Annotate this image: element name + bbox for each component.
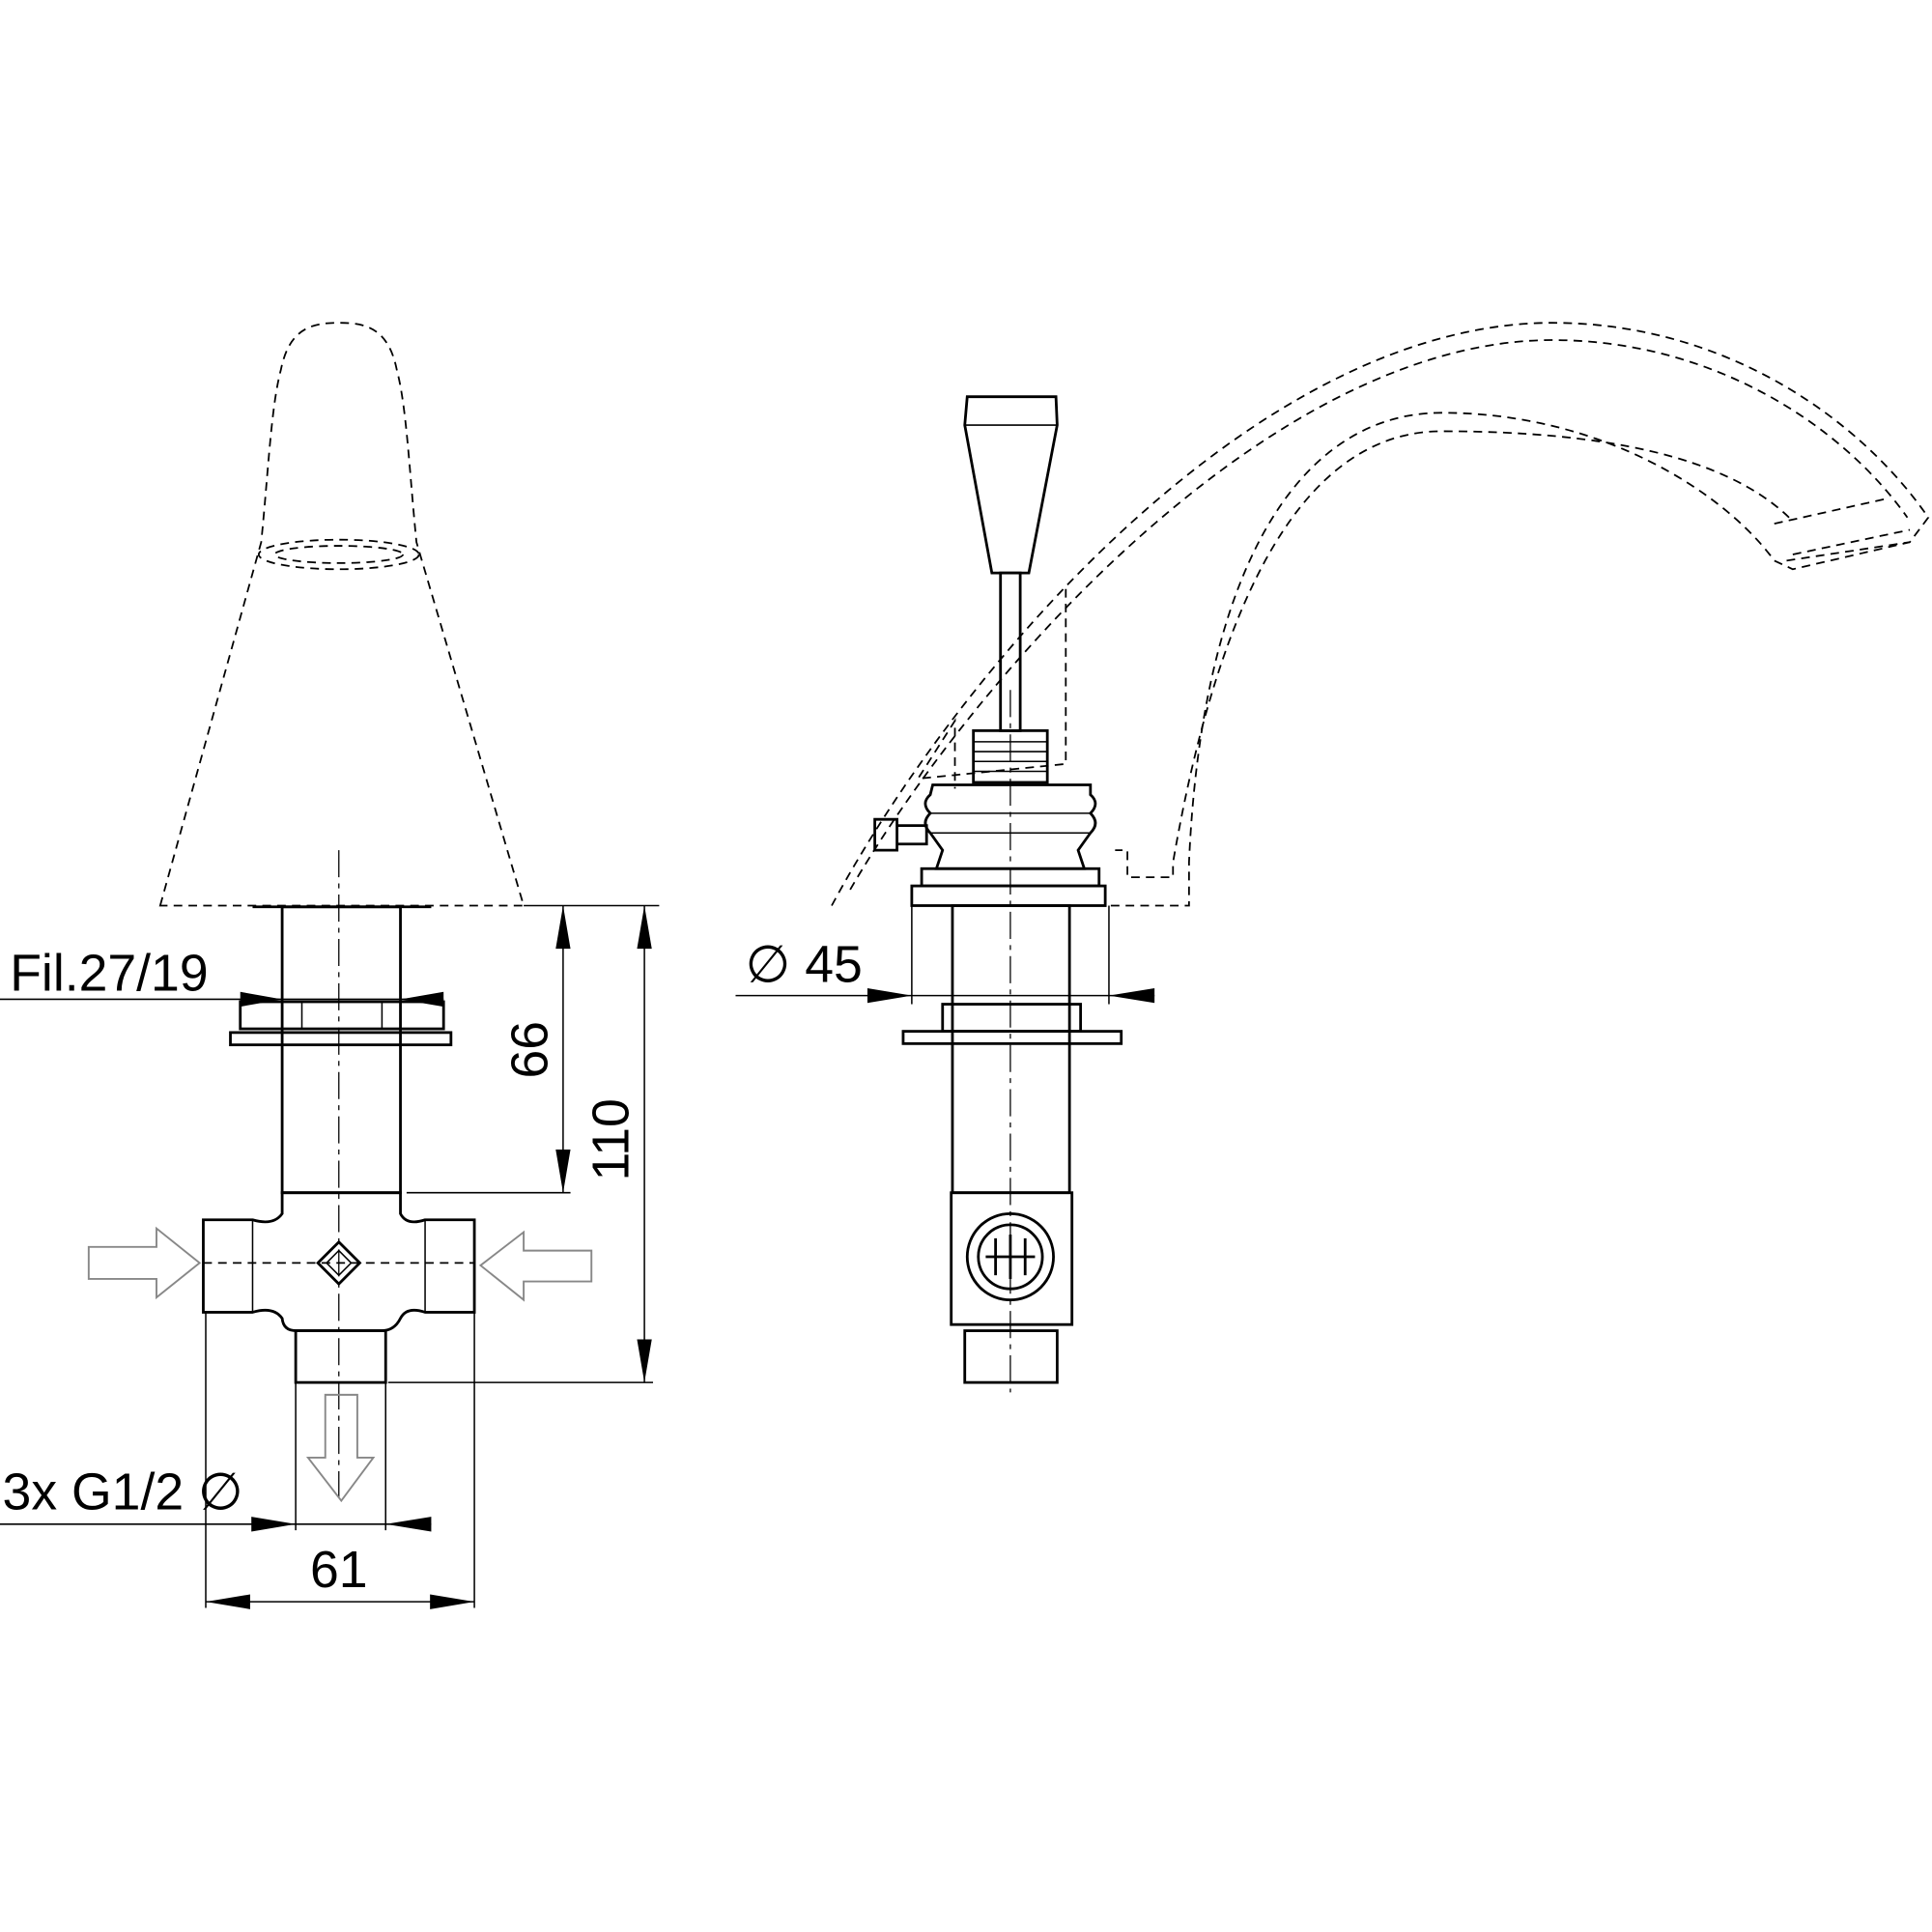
dim-61-label: 61 <box>310 1542 368 1599</box>
threaded-cartridge <box>972 728 1049 784</box>
aerator-inner <box>273 545 404 564</box>
connections-label: 3x G1/2 ∅ <box>3 1464 243 1521</box>
outlet-connection <box>294 1329 387 1384</box>
side-view-dimensions: ∅ 45 <box>735 905 1155 1005</box>
mounting-nut <box>239 1000 445 1031</box>
mounting-nut-side <box>941 1003 1083 1034</box>
spout-outer-dashed <box>831 322 1930 907</box>
diverter-knob-icon <box>873 817 928 852</box>
stem <box>280 905 402 1195</box>
washer <box>229 1031 453 1047</box>
dim-66-label: 66 <box>501 1021 558 1079</box>
inlet-circle <box>965 1211 1055 1302</box>
dim-110-label: 110 <box>583 1098 640 1180</box>
filter-grid-icon <box>985 1235 1036 1279</box>
front-view-dimensions: 66 110 Fil.27/19 3x G1/2 ∅ 61 <box>0 904 660 1609</box>
valve-body-side <box>950 1191 1074 1326</box>
side-view <box>831 322 1930 1393</box>
brand-logo-icon <box>316 1239 362 1287</box>
diameter-label: ∅ 45 <box>746 937 863 994</box>
outlet-arrow-down-icon <box>305 1393 376 1503</box>
thread-label: Fil.27/19 <box>10 946 208 1003</box>
front-view <box>87 322 593 1504</box>
handle-outline-dashed <box>158 322 526 907</box>
inlet-arrow-left-icon <box>87 1226 202 1300</box>
outlet-side <box>963 1329 1059 1384</box>
lever-handle <box>963 395 1059 575</box>
base-plate <box>910 884 1107 907</box>
spout-inner-dashed <box>849 339 1909 891</box>
washer-side <box>901 1030 1123 1045</box>
inlet-arrow-right-icon <box>478 1230 593 1302</box>
aerator-ellipse <box>257 538 420 571</box>
